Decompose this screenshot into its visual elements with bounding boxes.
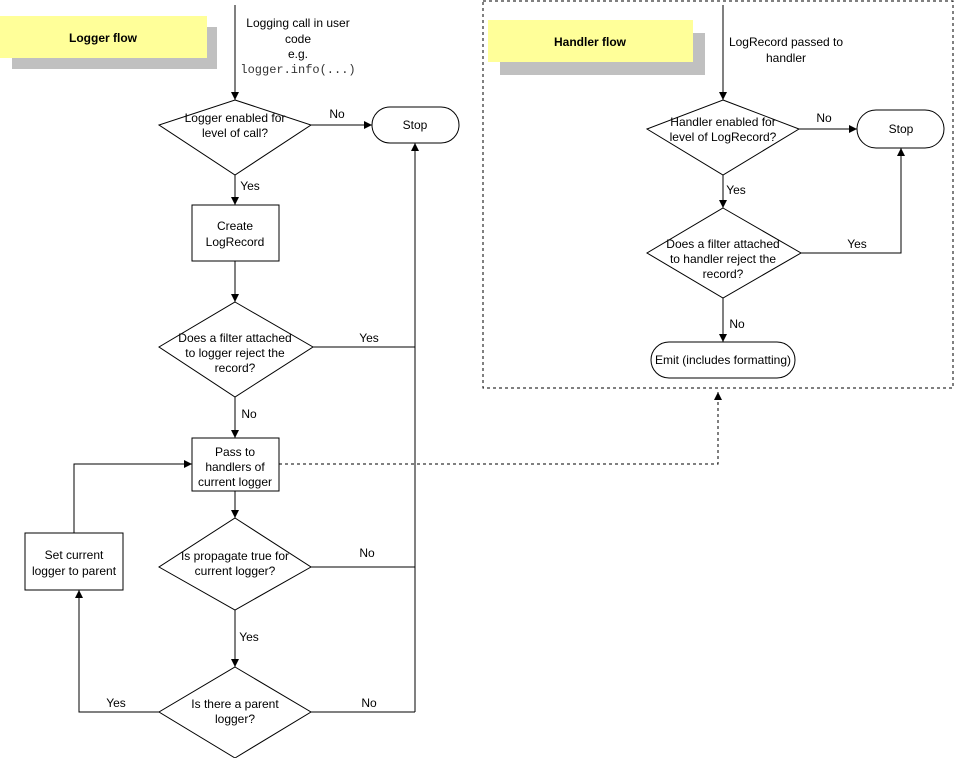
- svg-text:record?: record?: [215, 361, 256, 375]
- svg-text:Handler enabled for: Handler enabled for: [670, 115, 775, 129]
- svg-text:logger?: logger?: [215, 712, 255, 726]
- create-logrecord-box: Create LogRecord: [191, 204, 280, 262]
- handler-stop-terminal: Stop: [856, 109, 945, 149]
- svg-text:LogRecord: LogRecord: [206, 235, 265, 249]
- logger-enabled-decision: Logger enabled for level of call?: [157, 99, 313, 176]
- svg-text:Logging call in user: Logging call in user: [246, 16, 349, 30]
- logger-flow-title-box: [0, 16, 207, 58]
- handler-filter-no-label: No: [729, 317, 745, 331]
- handler-filter-yes-arrow: [801, 148, 905, 254]
- logger-flow-title: Logger flow: [0, 16, 217, 69]
- handler-enabled-yes-label: Yes: [726, 183, 746, 197]
- svg-text:Stop: Stop: [889, 122, 914, 136]
- pass-to-handlers-box: Pass to handlers of current logger: [191, 437, 280, 492]
- handler-flow-title-text: Handler flow: [554, 35, 627, 49]
- logger-filter-yes-label: Yes: [359, 331, 379, 345]
- logger-enabled-no-label: No: [329, 107, 345, 121]
- svg-text:record?: record?: [703, 267, 744, 281]
- svg-text:Is propagate true for: Is propagate true for: [181, 549, 289, 563]
- svg-text:e.g.: e.g.: [288, 47, 308, 61]
- svg-text:current logger?: current logger?: [195, 564, 276, 578]
- svg-text:handler: handler: [766, 51, 806, 65]
- svg-text:Pass to: Pass to: [215, 445, 255, 459]
- emit-terminal: Emit (includes formatting): [650, 341, 796, 379]
- parent-no-label: No: [361, 696, 377, 710]
- parent-yes-label: Yes: [106, 696, 126, 710]
- svg-text:Is there a parent: Is there a parent: [191, 697, 279, 711]
- svg-text:Create: Create: [217, 219, 253, 233]
- svg-text:Set current: Set current: [45, 548, 104, 562]
- svg-text:Does a filter attached: Does a filter attached: [178, 331, 291, 345]
- svg-text:to handler reject the: to handler reject the: [670, 252, 776, 266]
- svg-text:logger to parent: logger to parent: [32, 564, 117, 578]
- handler-entry-label: LogRecord passed to handler: [729, 35, 843, 65]
- set-parent-box: Set current logger to parent: [24, 532, 124, 591]
- logger-filter-decision: Does a filter attached to logger reject …: [158, 301, 314, 398]
- logger-stop-terminal: Stop: [371, 106, 460, 144]
- parent-decision: Is there a parent logger?: [158, 666, 312, 758]
- svg-text:LogRecord passed to: LogRecord passed to: [729, 35, 843, 49]
- logger-enabled-yes-label: Yes: [240, 179, 260, 193]
- svg-text:current logger: current logger: [198, 475, 272, 489]
- handler-flow-link-arrow: [279, 392, 722, 465]
- logger-entry-label: Logging call in user code e.g. logger.in…: [240, 16, 355, 77]
- svg-text:Logger enabled for: Logger enabled for: [185, 111, 286, 125]
- handler-flow-container: [482, 0, 954, 389]
- logger-entry-code: logger.info(...): [240, 63, 355, 77]
- handler-filter-decision: Does a filter attached to handler reject…: [646, 207, 803, 299]
- svg-text:level of LogRecord?: level of LogRecord?: [670, 130, 777, 144]
- svg-text:handlers of: handlers of: [205, 460, 265, 474]
- propagate-no-label: No: [359, 546, 375, 560]
- handler-flow-title-box: [488, 20, 693, 62]
- set-parent-loop-arrow: [73, 460, 192, 533]
- svg-text:Emit (includes formatting): Emit (includes formatting): [655, 353, 791, 367]
- handler-flow-title: Handler flow: [488, 20, 705, 75]
- propagate-yes-label: Yes: [239, 630, 259, 644]
- svg-text:level of call?: level of call?: [202, 126, 268, 140]
- svg-text:to logger reject the: to logger reject the: [185, 346, 285, 360]
- logger-filter-no-label: No: [241, 407, 257, 421]
- handler-filter-yes-label: Yes: [847, 237, 867, 251]
- svg-text:Stop: Stop: [403, 118, 428, 132]
- svg-text:code: code: [285, 32, 311, 46]
- parent-yes-arrow: [75, 590, 159, 713]
- propagate-decision: Is propagate true for current logger?: [158, 517, 312, 611]
- logger-flow-title-text: Logger flow: [69, 31, 138, 45]
- handler-enabled-no-label: No: [816, 111, 832, 125]
- handler-enabled-decision: Handler enabled for level of LogRecord?: [645, 99, 801, 176]
- svg-text:Does a filter attached: Does a filter attached: [666, 237, 779, 251]
